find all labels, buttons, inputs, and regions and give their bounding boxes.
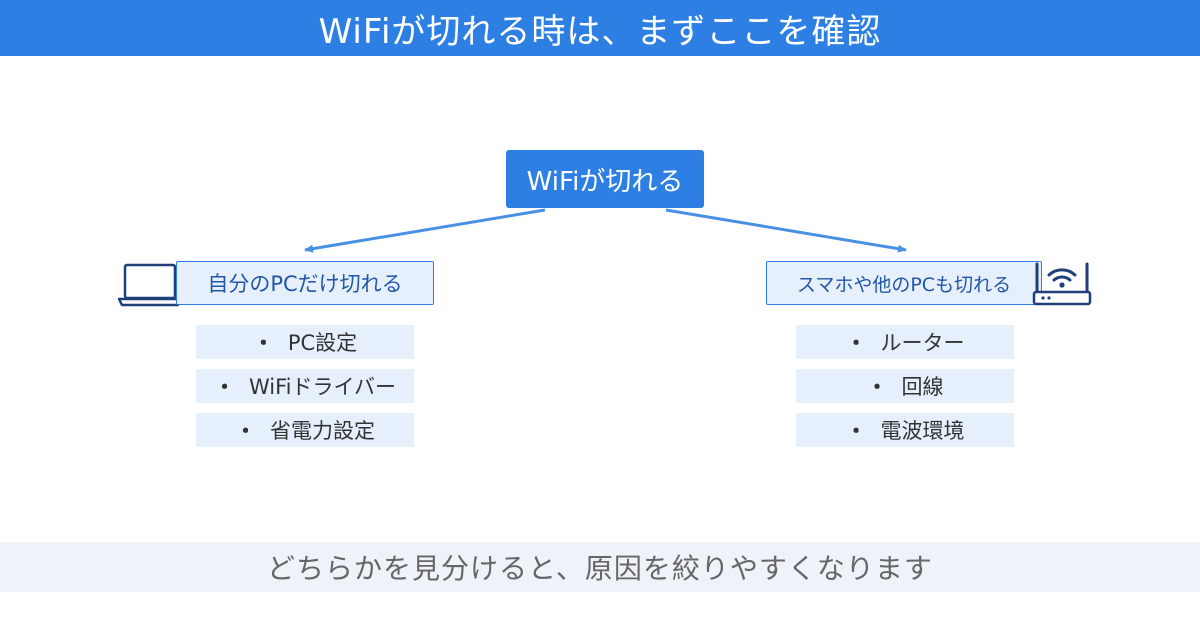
footer-text: どちらかを見分けると、原因を絞りやすくなります (267, 552, 933, 585)
root-label: WiFiが切れる (526, 166, 684, 197)
list-item-label: 電波環境 (880, 419, 965, 443)
branch-other-devices-label: スマホや他のPCも切れる (796, 273, 1012, 296)
wifi-router-icon (1032, 262, 1092, 306)
branch-own-pc-label: 自分のPCだけ切れる (207, 272, 403, 296)
header-banner: WiFiが切れる時は、まずここを確認 (0, 0, 1200, 56)
arrow-left (304, 208, 546, 253)
list-item-pc-settings: ・ PC設定 (196, 325, 414, 359)
list-item-label: 回線 (901, 375, 944, 399)
bullet: ・ (235, 419, 256, 443)
list-item-router: ・ ルーター (796, 325, 1014, 359)
list-item-label: PC設定 (287, 331, 358, 355)
list-item-power-saving: ・ 省電力設定 (196, 413, 414, 447)
list-item-label: ルーター (880, 331, 965, 355)
branch-other-devices: スマホや他のPCも切れる (766, 261, 1042, 305)
bullet: ・ (866, 375, 888, 399)
root-node: WiFiが切れる (506, 150, 704, 208)
branch-own-pc: 自分のPCだけ切れる (176, 261, 434, 305)
bullet: ・ (845, 331, 867, 355)
list-item-label: WiFiドライバー (248, 375, 397, 399)
footer-note: どちらかを見分けると、原因を絞りやすくなります (0, 542, 1200, 592)
list-item-signal-environment: ・ 電波環境 (796, 413, 1014, 447)
laptop-icon (118, 263, 182, 307)
bullet: ・ (252, 331, 274, 355)
list-item-line: ・ 回線 (796, 369, 1014, 403)
page-title: WiFiが切れる時は、まずここを確認 (318, 11, 882, 52)
bullet: ・ (213, 375, 235, 399)
arrow-right (665, 208, 907, 253)
list-item-label: 省電力設定 (270, 419, 375, 443)
bullet: ・ (845, 419, 867, 443)
list-item-wifi-driver: ・ WiFiドライバー (196, 369, 414, 403)
